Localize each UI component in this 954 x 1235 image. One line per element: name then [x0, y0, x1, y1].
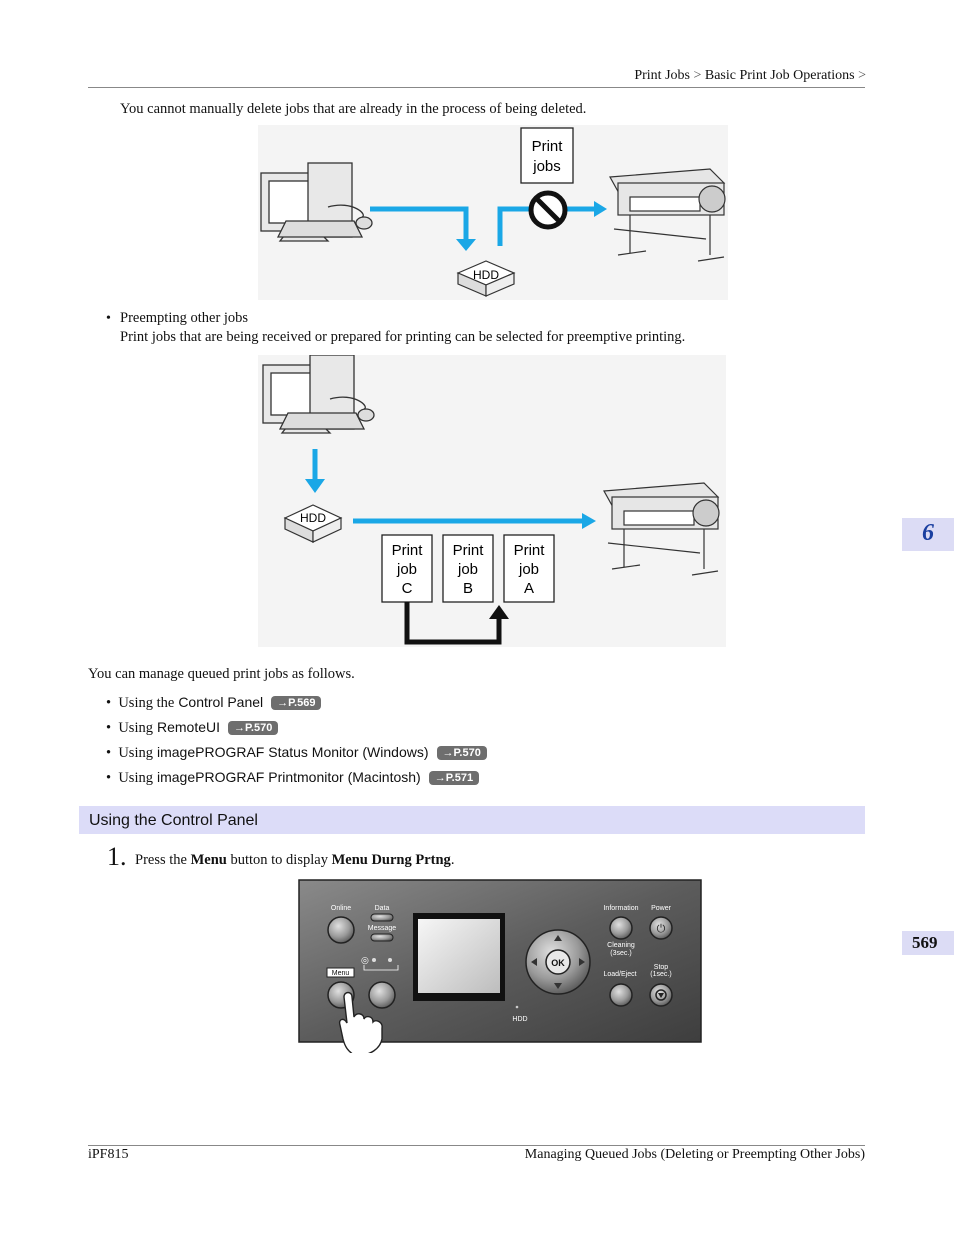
item-name: RemoteUI — [156, 719, 221, 735]
footer-title: Managing Queued Jobs (Deleting or Preemp… — [524, 1147, 865, 1162]
manage-text: You can manage queued print jobs as foll… — [88, 666, 355, 682]
preempt-body: Print jobs that are being received or pr… — [120, 329, 686, 345]
right-arrow-button — [368, 981, 396, 1009]
svg-text:Power: Power — [651, 905, 672, 912]
list-item: • Using the Control Panel →P.569 — [106, 694, 322, 712]
svg-text:OK: OK — [551, 958, 565, 968]
computer-icon — [262, 355, 375, 434]
hdd-icon — [283, 504, 343, 543]
ok-button — [545, 949, 571, 975]
right-arrow-icon — [579, 958, 585, 966]
hdd-label: HDD — [300, 511, 326, 525]
footer-model: iPF815 — [88, 1147, 129, 1162]
svg-text:HDD: HDD — [512, 1016, 527, 1023]
print-jobs-label-1: Print — [532, 138, 564, 155]
list-item: • Using RemoteUI →P.570 — [106, 719, 279, 737]
step-number: 1. — [107, 842, 127, 871]
page-ref-link[interactable]: →P.569 — [271, 696, 322, 710]
computer-icon — [260, 162, 373, 242]
control-panel-illustration: Online Data Message ◎ Menu HDD OK Inform… — [298, 879, 702, 1053]
stop-icon — [655, 989, 667, 1001]
svg-text:(1sec.): (1sec.) — [650, 971, 671, 978]
list-item: • Using imagePROGRAF Printmonitor (Macin… — [106, 769, 480, 787]
information-button — [609, 916, 633, 940]
svg-text:C: C — [402, 580, 413, 597]
item-name: Control Panel — [178, 694, 264, 710]
print-jobs-label-2: jobs — [532, 158, 561, 175]
power-icon: ⏻ — [657, 922, 666, 935]
menu-button-name: Menu — [190, 852, 227, 868]
list-item: • Using imagePROGRAF Status Monitor (Win… — [106, 744, 487, 762]
job-box-a: Print job A — [503, 534, 555, 603]
breadcrumb-separator: > — [693, 68, 702, 83]
item-name: imagePROGRAF Status Monitor (Windows) — [156, 744, 429, 760]
svg-text:Information: Information — [603, 905, 638, 912]
breadcrumb-item-basic-operations[interactable]: Basic Print Job Operations — [704, 68, 855, 83]
hdd-label: HDD — [473, 268, 499, 282]
print-jobs-box — [520, 127, 574, 184]
load-eject-button — [609, 983, 633, 1007]
svg-text:Data: Data — [375, 905, 390, 912]
menu-name: Menu Durng Prtng — [331, 852, 451, 868]
page-ref-link[interactable]: →P.571 — [428, 771, 480, 785]
svg-text:Print: Print — [392, 542, 424, 559]
svg-text:(3sec.): (3sec.) — [610, 950, 631, 957]
svg-text:job: job — [518, 561, 539, 578]
svg-text:job: job — [396, 561, 417, 578]
bracket-line — [363, 965, 399, 971]
svg-text:Online: Online — [331, 905, 351, 912]
chapter-number: 6 — [922, 520, 934, 546]
data-button — [370, 913, 394, 922]
svg-text:Load/Eject: Load/Eject — [603, 971, 636, 978]
feed-icon: ◎ — [361, 956, 369, 966]
page-ref-link[interactable]: →P.570 — [228, 721, 279, 735]
section-title: Using the Control Panel — [89, 812, 258, 829]
up-arrow-icon — [554, 935, 562, 941]
breadcrumb-item-print-jobs[interactable]: Print Jobs — [634, 68, 690, 83]
section-header — [79, 806, 865, 834]
svg-text:job: job — [457, 561, 478, 578]
down-arrow-icon — [554, 983, 562, 989]
svg-text:Cleaning: Cleaning — [607, 942, 635, 949]
page-ref-link[interactable]: →P.570 — [436, 746, 487, 760]
printer-icon — [609, 168, 726, 262]
page-number-tab: 569 — [902, 931, 954, 955]
breadcrumb-separator: > — [858, 68, 866, 83]
bullet-marker: • — [106, 311, 111, 326]
svg-text:B: B — [463, 580, 473, 597]
svg-text:Stop: Stop — [654, 964, 669, 971]
svg-text:Print: Print — [453, 542, 485, 559]
printer-icon — [603, 482, 720, 576]
footer-rule — [88, 1145, 865, 1146]
svg-text:A: A — [524, 580, 534, 597]
diagram-preempt-jobs: HDD Print job C Print job B Print job A — [258, 355, 726, 647]
prohibited-icon — [528, 190, 568, 230]
job-box-b: Print job B — [442, 534, 494, 603]
preempt-title: Preempting other jobs — [120, 310, 249, 326]
pointing-hand-icon — [338, 991, 383, 1053]
breadcrumb: Print Jobs > Basic Print Job Operations … — [634, 68, 866, 84]
arrow-computer-to-hdd — [370, 206, 469, 241]
header-rule — [88, 87, 865, 88]
step-text: Press the Menu button to display Menu Du… — [135, 852, 455, 868]
power-button — [649, 916, 673, 940]
chapter-tab[interactable]: 6 — [902, 518, 954, 551]
intro-text: You cannot manually delete jobs that are… — [120, 101, 587, 117]
svg-text:Menu: Menu — [332, 970, 350, 977]
message-button — [370, 933, 394, 942]
job-box-c: Print job C — [381, 534, 433, 603]
page-number: 569 — [912, 933, 938, 952]
hdd-icon — [456, 260, 516, 297]
arrow-job-c-preempt — [404, 602, 502, 645]
svg-text:Message: Message — [368, 925, 397, 932]
diagram-delete-jobs: Print jobs HDD — [258, 125, 728, 300]
left-arrow-icon — [531, 958, 537, 966]
online-button — [327, 916, 355, 944]
item-name: imagePROGRAF Printmonitor (Macintosh) — [156, 769, 421, 785]
svg-text:Print: Print — [514, 542, 546, 559]
